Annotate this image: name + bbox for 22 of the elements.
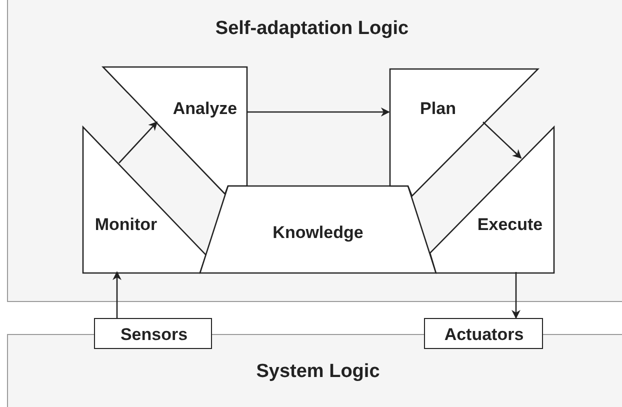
node-label: Sensors: [120, 325, 188, 345]
node-label: Actuators: [444, 325, 524, 345]
arrow: [482, 122, 522, 159]
stage-shape: [200, 186, 436, 273]
node-label: Execute: [477, 215, 543, 235]
arrow: [112, 271, 122, 318]
panel-title: System Logic: [256, 361, 380, 383]
stage-shape: [103, 67, 247, 194]
node-label: Monitor: [94, 215, 158, 235]
stage-shape: [390, 69, 538, 196]
node-label: Plan: [420, 99, 456, 119]
arrow: [512, 272, 520, 319]
arrow: [247, 108, 390, 116]
node-label: Knowledge: [272, 223, 364, 243]
interface-box: [424, 318, 543, 349]
interface-box: [94, 318, 212, 349]
stage-shape: [430, 127, 554, 273]
arrow: [118, 121, 158, 164]
node-label: Analyze: [172, 99, 238, 119]
panel: [7, 0, 622, 302]
panel-title: Self-adaptation Logic: [215, 18, 409, 40]
stage-shape: [83, 127, 206, 273]
